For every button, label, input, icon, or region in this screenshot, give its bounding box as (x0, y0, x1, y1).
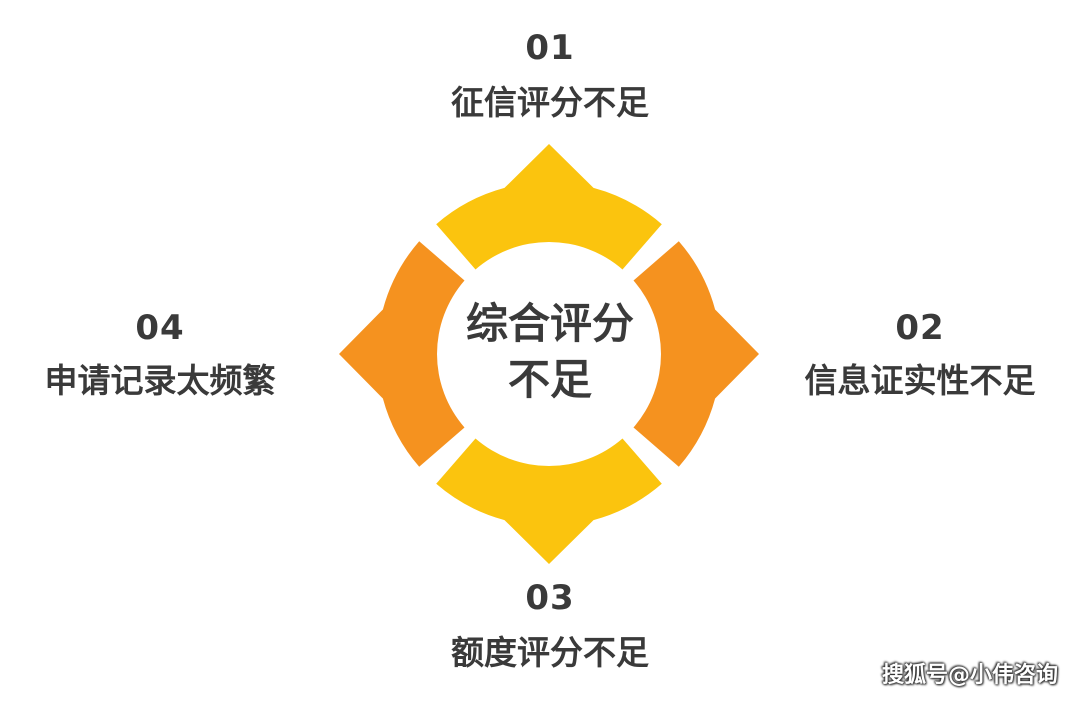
item-01-number: 01 (525, 28, 575, 68)
item-03-text: 额度评分不足 (451, 633, 649, 672)
segment-top (436, 144, 662, 270)
item-03: 03 额度评分不足 (390, 578, 710, 674)
item-01: 01 征信评分不足 (390, 28, 710, 124)
center-title-line2: 不足 (507, 355, 592, 404)
segment-divider-4 (421, 226, 476, 281)
item-04-text: 申请记录太频繁 (44, 361, 276, 400)
segment-left (339, 241, 465, 467)
item-02-number: 02 (895, 308, 945, 348)
center-title: 综合评分 不足 (450, 296, 650, 408)
segment-divider-3 (421, 427, 476, 482)
segment-divider-1 (622, 226, 677, 281)
item-01-text: 征信评分不足 (451, 83, 649, 122)
watermark: 搜狐号@小伟咨询 (881, 663, 1058, 688)
center-title-line1: 综合评分 (465, 299, 634, 348)
item-03-number: 03 (525, 578, 575, 618)
segment-bottom (436, 438, 662, 564)
segment-right (633, 241, 759, 467)
item-02-text: 信息证实性不足 (804, 361, 1036, 400)
item-04-number: 04 (135, 308, 185, 348)
item-02: 02 信息证实性不足 (770, 308, 1070, 402)
item-04: 04 申请记录太频繁 (10, 308, 310, 402)
segment-divider-2 (622, 427, 677, 482)
